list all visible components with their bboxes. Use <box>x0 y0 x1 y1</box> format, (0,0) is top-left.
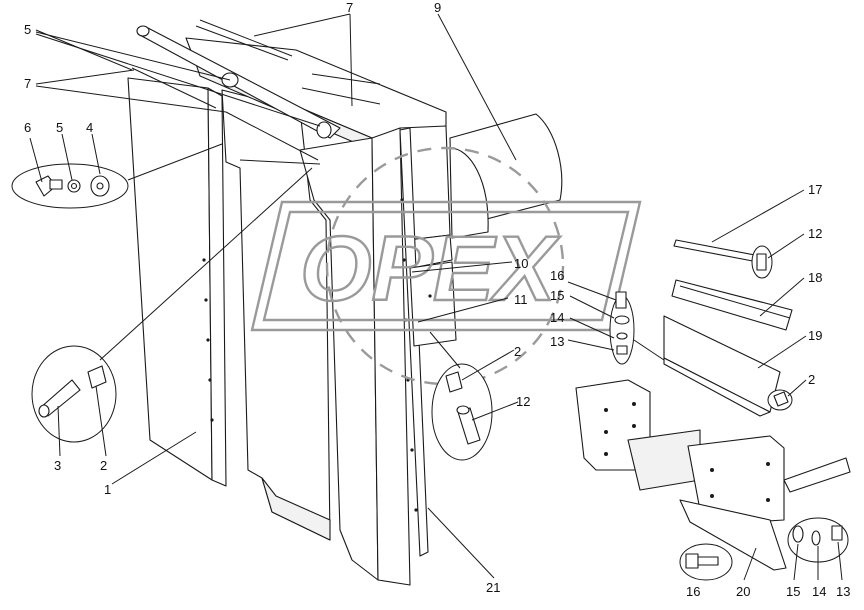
detail-clip-2-right <box>767 389 793 411</box>
callout-13: 13 <box>550 334 564 349</box>
detail-bolt-washers <box>11 143 223 209</box>
detail-pin-12-right <box>751 245 773 279</box>
part-17-strip <box>673 239 761 263</box>
callout-7: 7 <box>24 76 31 91</box>
detail-pin-clip <box>31 167 313 443</box>
callout-2: 2 <box>514 344 521 359</box>
callout-12: 12 <box>516 394 530 409</box>
callout-10: 10 <box>514 256 528 271</box>
detail-bolt-16-bottom <box>679 543 733 581</box>
callout-3: 3 <box>54 458 61 473</box>
callout-1: 1 <box>104 482 111 497</box>
part-18-channel <box>671 279 793 331</box>
callout-16: 16 <box>550 268 564 283</box>
callout-18: 18 <box>808 270 822 285</box>
part-1-rear-panel <box>127 77 227 487</box>
callout-19: 19 <box>808 328 822 343</box>
callout-15: 15 <box>550 288 564 303</box>
part-8-tube <box>136 25 341 139</box>
callout-14: 14 <box>812 584 826 599</box>
detail-fastener-stack <box>609 291 665 365</box>
part-bracket-assembly <box>575 379 851 571</box>
callout-8: 5 <box>24 22 31 37</box>
callout-14: 14 <box>550 310 564 325</box>
callout-7: 7 <box>346 0 353 15</box>
callout-9: 9 <box>434 0 441 15</box>
detail-washers-bottom <box>787 517 849 563</box>
callout-labels: 5 7 7 9 6 5 4 3 2 1 10 11 2 12 16 15 14 … <box>24 0 850 599</box>
callout-leader-lines <box>29 13 843 581</box>
callout-13: 13 <box>836 584 850 599</box>
callout-11: 11 <box>514 292 528 307</box>
callout-15: 15 <box>786 584 800 599</box>
callout-2: 2 <box>100 458 107 473</box>
callout-17: 17 <box>808 182 822 197</box>
callout-4: 4 <box>86 120 93 135</box>
part-21-front-strip <box>399 127 457 557</box>
detail-clip-pin-middle <box>429 331 493 461</box>
callout-12: 12 <box>808 226 822 241</box>
part-19-angle <box>663 315 781 417</box>
callout-16: 16 <box>686 584 700 599</box>
part-7-strips <box>131 67 321 165</box>
callout-6: 6 <box>24 120 31 135</box>
callout-2: 2 <box>808 372 815 387</box>
callout-5: 5 <box>56 120 63 135</box>
watermark-opex: OPEX <box>250 146 642 386</box>
part-9-duct <box>449 113 563 239</box>
callout-20: 20 <box>736 584 750 599</box>
callout-21: 21 <box>486 580 500 595</box>
watermark-text: OPEX <box>300 218 560 320</box>
